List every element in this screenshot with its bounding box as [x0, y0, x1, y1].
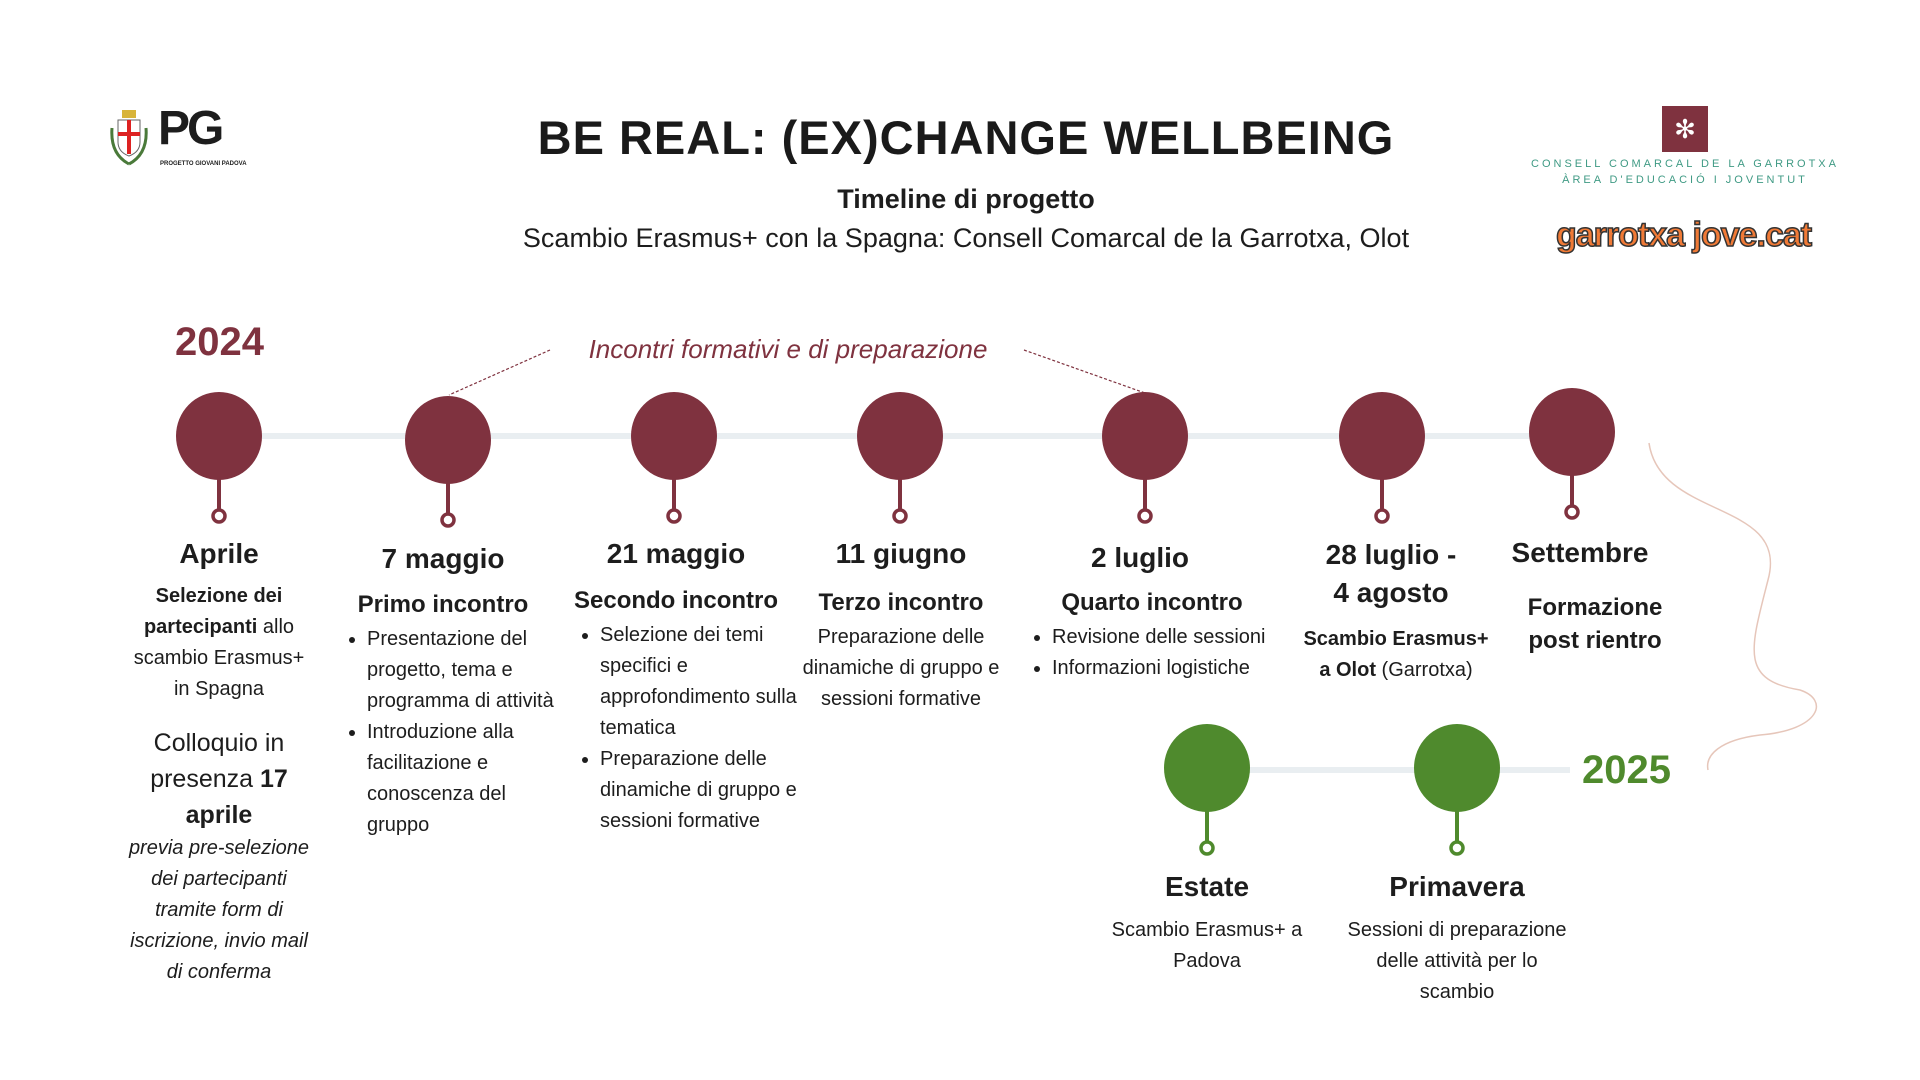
page-description: Scambio Erasmus+ con la Spagna: Consell … [522, 223, 1410, 253]
milestone-heading-primavera: Primavera [1389, 871, 1525, 902]
garrotxa-jove-logo: garrotxa jove.cat [1555, 215, 1813, 255]
bullets-21-maggio: Selezione dei temi specifici e approfond… [578, 620, 805, 837]
selection-text: allo scambio Erasmus+ in Spagna [133, 616, 305, 700]
year-label-2024: 2024 [175, 320, 264, 364]
milestone-sub-21-maggio: Secondo incontro [574, 587, 778, 614]
progetto-giovani-logo: PG PROGETTO GIOVANI PADOVA [108, 104, 268, 174]
node-pin-settembre [1564, 504, 1580, 520]
node-pin-aprile [211, 508, 227, 524]
milestone-sub-11-giugno: Terzo incontro [818, 589, 984, 616]
node-circle-settembre [1529, 388, 1615, 476]
node-pin-28-luglio [1374, 508, 1390, 524]
node-circle-21-maggio [631, 392, 717, 480]
node-pin-2-luglio [1137, 508, 1153, 524]
bullets-7-maggio: Presentazione del progetto, tema e progr… [345, 624, 567, 841]
pg-logo-text: PROGETTO GIOVANI PADOVA [160, 161, 247, 167]
colloquio-text: Colloquio in presenza [150, 729, 285, 793]
callout-label: Incontri formativi e di preparazione [588, 334, 988, 364]
node-pin-estate [1199, 840, 1215, 856]
consell-logo-flower-icon: ✻ [1662, 106, 1708, 152]
milestone-heading-estate: Estate [1164, 871, 1250, 902]
node-circle-7-maggio [405, 396, 491, 484]
text-11-giugno: Preparazione delle dinamiche di gruppo e… [802, 626, 1000, 710]
milestone-heading-4-agosto: 4 agosto [1333, 577, 1449, 608]
node-pin-primavera [1449, 840, 1465, 856]
node-circle-2-luglio [1102, 392, 1188, 480]
consell-logo-line2: ÀREA D'EDUCACIÓ I JOVENTUT [1562, 174, 1808, 186]
callout-connector-left [448, 349, 551, 396]
callout-connector-right [1023, 349, 1146, 394]
consell-logo-line1: CONSELL COMARCAL DE LA GARROTXA [1531, 158, 1839, 170]
milestone-sub-settembre: Formazione post rientro [1527, 594, 1663, 654]
bullet-item: Introduzione alla facilitazione e conosc… [367, 717, 567, 841]
node-circle-11-giugno [857, 392, 943, 480]
node-pin-7-maggio [440, 512, 456, 528]
padova-crest-icon [110, 110, 148, 166]
bullet-item: Preparazione delle dinamiche di gruppo e… [600, 744, 805, 837]
page-title: BE REAL: (EX)CHANGE WELLBEING [537, 111, 1395, 164]
bullet-item: Selezione dei temi specifici e approfond… [600, 620, 805, 744]
node-circle-28-luglio [1339, 392, 1425, 480]
milestone-heading: Aprile [179, 538, 259, 569]
node-circle-estate [1164, 724, 1250, 812]
year-label-2025: 2025 [1582, 748, 1671, 792]
bullet-item: Presentazione del progetto, tema e progr… [367, 624, 567, 717]
bullet-item: Revisione delle sessioni [1052, 622, 1302, 653]
pg-logo-mark: PG [158, 102, 224, 155]
milestone-heading-11-giugno: 11 giugno [835, 538, 967, 569]
node-circle-primavera [1414, 724, 1500, 812]
year-connector-curve [1648, 442, 1818, 771]
milestone-sub-2-luglio: Quarto incontro [1061, 589, 1243, 616]
node-pin-21-maggio [666, 508, 682, 524]
colloquio-note: previa pre-selezione dei partecipanti tr… [128, 837, 310, 983]
bullets-2-luglio: Revisione delle sessioni Informazioni lo… [1030, 622, 1302, 684]
bullet-item: Informazioni logistiche [1052, 653, 1302, 684]
selection-bold: Selezione dei partecipanti [143, 585, 283, 638]
text-primavera: Sessioni di preparazione delle attività … [1347, 919, 1567, 1003]
colloquio-date: 17 aprile [185, 765, 288, 829]
milestone-heading-settembre: Settembre [1511, 537, 1649, 568]
milestone-heading-21-maggio: 21 maggio [606, 538, 746, 569]
milestone-sub-7-maggio: Primo incontro [357, 591, 529, 618]
text-estate: Scambio Erasmus+ a Padova [1111, 919, 1303, 972]
text-28-luglio: Scambio Erasmus+ a Olot (Garrotxa) [1301, 624, 1491, 686]
milestone-heading-28-luglio: 28 luglio - [1325, 539, 1457, 570]
milestone-heading-2-luglio: 2 luglio [1091, 542, 1189, 573]
exchange-olot-bold: Scambio Erasmus+ a Olot [1303, 628, 1489, 681]
node-circle-aprile [176, 392, 262, 480]
milestone-heading-7-maggio: 7 maggio [381, 543, 505, 574]
node-pin-11-giugno [892, 508, 908, 524]
page-subtitle: Timeline di progetto [837, 184, 1095, 214]
milestone-aprile: Aprile Selezione dei partecipanti allo s… [114, 537, 324, 988]
exchange-olot-rest: (Garrotxa) [1375, 659, 1473, 681]
